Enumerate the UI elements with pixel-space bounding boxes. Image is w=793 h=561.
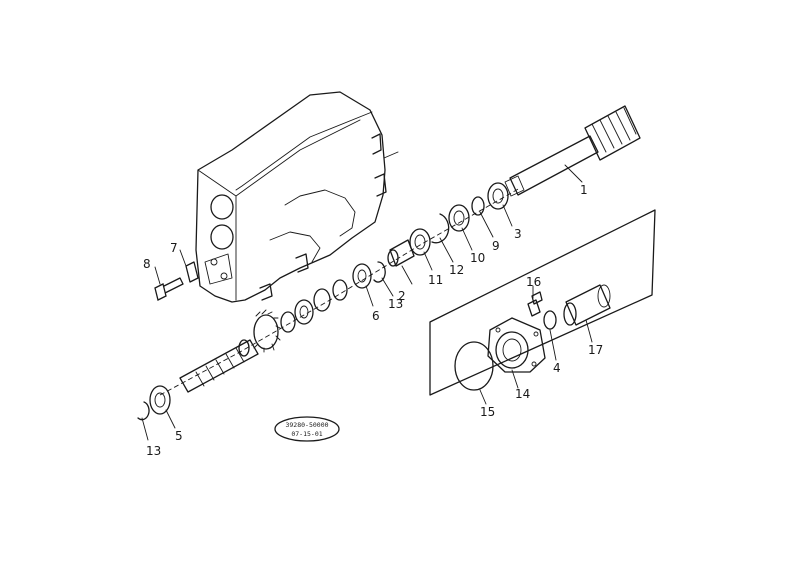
bearing-part-10 [448, 204, 470, 232]
snap-ring-part-13-lower [137, 401, 150, 421]
stamp-date: 07-15-01 [291, 430, 322, 438]
label-part-6: 6 [372, 309, 380, 323]
label-part-15: 15 [480, 405, 495, 419]
stamp-code: 39280-50000 [285, 421, 328, 429]
label-part-5: 5 [175, 429, 183, 443]
lower-shaft-assembly [179, 279, 348, 393]
leader-lines [141, 164, 593, 441]
ring-part-9 [471, 196, 485, 216]
label-part-11: 11 [428, 273, 443, 287]
cover-housing-part-14 [487, 317, 546, 373]
label-part-12: 12 [449, 263, 464, 277]
label-part-13-lower: 13 [146, 444, 161, 458]
label-part-8: 8 [143, 257, 151, 271]
sleeve-part-17 [563, 284, 611, 326]
label-part-14: 14 [515, 387, 530, 401]
bolt-part-8 [154, 277, 184, 301]
transmission-housing [195, 91, 399, 303]
label-part-2: 2 [398, 289, 406, 303]
label-part-13-upper: 13 [388, 297, 403, 311]
bearing-part-3 [487, 182, 509, 210]
drawing-reference-stamp: 39280-50000 07-15-01 [274, 416, 340, 442]
bearing-part-5 [149, 385, 171, 415]
sleeve-part-2 [387, 239, 415, 267]
part-labels: 1 2 3 4 5 6 7 8 9 10 11 12 13 13 14 15 1… [143, 183, 603, 458]
shaft-axis-line [159, 187, 521, 396]
label-part-10: 10 [470, 251, 485, 265]
subassembly-box [429, 209, 656, 396]
label-part-7: 7 [170, 241, 178, 255]
bearing-part-6 [352, 263, 372, 289]
snap-ring-part-13-upper [373, 261, 386, 283]
ring-part-4 [543, 310, 557, 330]
label-part-4: 4 [553, 361, 561, 375]
main-shaft-part-1 [504, 105, 641, 197]
label-part-16: 16 [526, 275, 541, 289]
bearing-part-11 [409, 228, 431, 256]
label-part-3: 3 [514, 227, 522, 241]
bolt-part-16 [527, 291, 543, 317]
label-part-17: 17 [588, 343, 603, 357]
label-part-9: 9 [492, 239, 500, 253]
o-ring-part-15 [454, 341, 494, 391]
snap-ring-part-12 [431, 213, 450, 244]
label-part-1: 1 [580, 183, 588, 197]
washer-part-7 [185, 261, 199, 283]
